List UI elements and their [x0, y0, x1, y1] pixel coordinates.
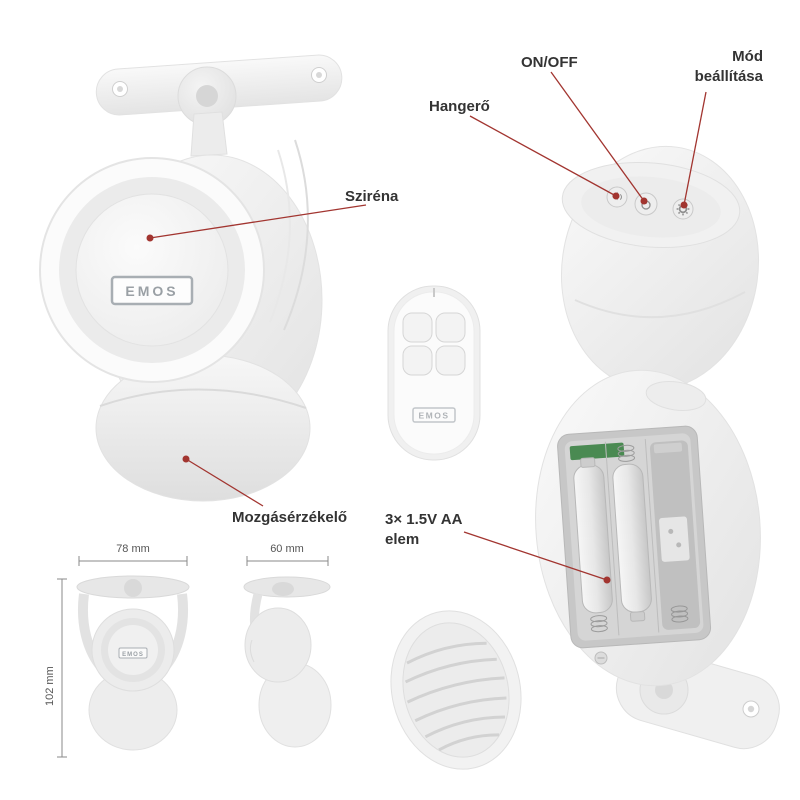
pcb-strip [569, 442, 625, 461]
remote-button-bottom-right [435, 345, 466, 376]
mode-button [672, 198, 694, 220]
remote-buttons [402, 312, 466, 376]
power-button [634, 192, 658, 216]
emos-logo-main: EMOS [110, 275, 194, 306]
callout-battery-line2: elem [385, 531, 420, 548]
emos-logo-main-text: EMOS [125, 283, 178, 299]
leader-battery [463, 531, 611, 584]
callout-mode-line1: Mód [732, 48, 763, 65]
bracket-arm-seam [283, 139, 309, 331]
leader-on-off [550, 71, 648, 205]
battery-3-spring [670, 605, 689, 623]
leader-mode [680, 91, 707, 209]
svg-text:EMOS: EMOS [122, 652, 144, 658]
dim-line-side-width [246, 556, 329, 566]
annotation-layer [146, 71, 707, 584]
battery-1-spring [590, 615, 608, 633]
top-view-seam [574, 291, 746, 319]
back-view-device [535, 369, 780, 750]
dim-front-view: EMOS [76, 575, 190, 751]
dim-line-height [57, 578, 67, 758]
svg-text:EMOS: EMOS [418, 411, 449, 421]
battery-1 [573, 457, 613, 633]
main-device-view: EMOS [39, 54, 343, 502]
remote-button-top-left [402, 312, 433, 343]
top-view-device [560, 145, 760, 391]
callout-volume: Hangerő [429, 98, 490, 115]
callout-mode-line2: beállítása [694, 68, 763, 85]
back-top-knob [645, 381, 707, 411]
dimension-lines [57, 556, 329, 758]
compartment-sticker [659, 516, 690, 562]
dim-side-width-label: 60 mm [270, 543, 304, 555]
emos-logo-mini: EMOS [118, 647, 148, 659]
battery-compartment [557, 425, 712, 649]
callout-battery: 3× 1.5V AA elem [385, 510, 462, 550]
leader-siren [146, 204, 367, 242]
battery-2 [612, 444, 652, 622]
dim-height-label: 102 mm [44, 666, 56, 706]
remote-button-top-right [435, 312, 466, 343]
callout-battery-line1: 3× 1.5V AA [385, 511, 463, 528]
remote-control: EMOS [387, 285, 481, 461]
siren-face [75, 193, 229, 347]
callout-siren: Sziréna [345, 188, 399, 205]
emos-logo-remote: EMOS [412, 407, 456, 423]
case-screw [594, 651, 608, 665]
callout-motion-sensor: Mozgásérzékelő [232, 509, 348, 526]
battery-cover-ribs [404, 641, 507, 752]
callout-mode: Mód beállítása [695, 47, 763, 87]
leader-volume [469, 115, 620, 200]
dim-side-view [243, 576, 332, 748]
dome-seam [99, 388, 307, 409]
remote-button-bottom-left [402, 345, 433, 376]
battery-slot-3 [649, 440, 701, 630]
dim-line-front-width [78, 556, 188, 566]
callout-on-off: ON/OFF [521, 54, 578, 71]
bracket-neck [190, 111, 228, 157]
leader-motion [182, 455, 264, 507]
battery-2-spring [617, 444, 636, 462]
battery-cover [390, 610, 522, 770]
dim-front-width-label: 78 mm [116, 543, 150, 555]
